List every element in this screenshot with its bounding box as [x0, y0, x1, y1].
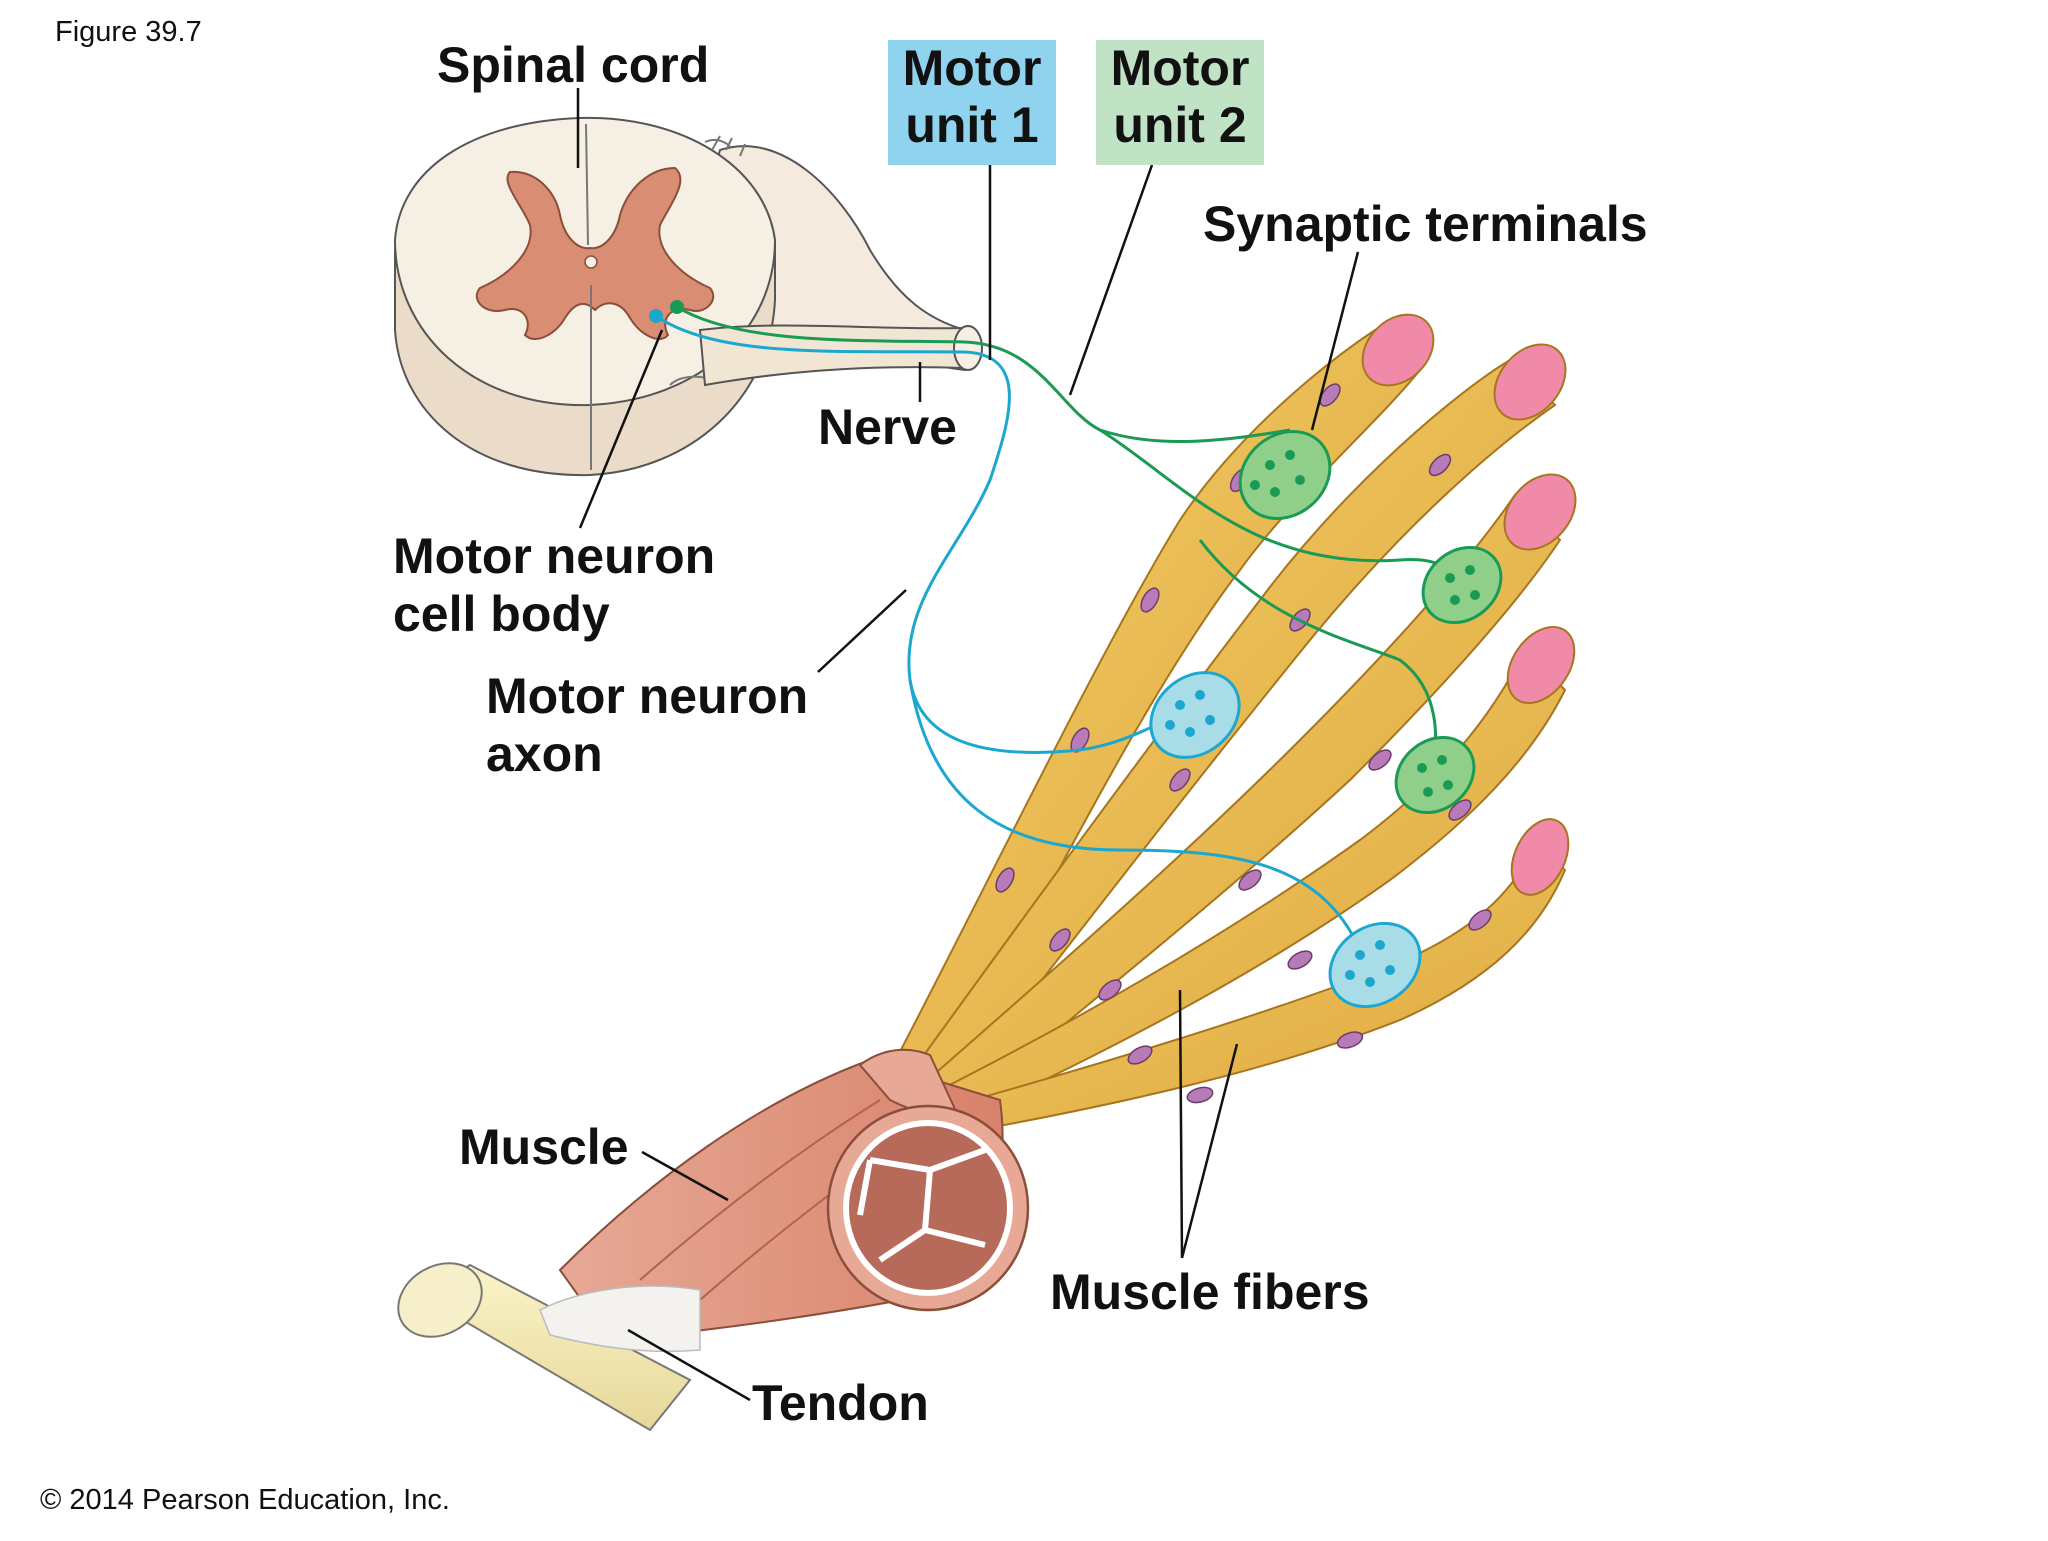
spinal-cord: [393, 116, 983, 477]
synaptic-terminals-unit-1: [1149, 671, 1422, 1009]
motor-unit-1-axon: [655, 314, 1202, 754]
motor-unit-2-axon: [676, 305, 1291, 444]
copyright-notice: © 2014 Pearson Education, Inc.: [40, 1484, 450, 1516]
motor-unit-2-line-1: Motor: [1110, 40, 1250, 96]
motor-unit-1-box: Motor unit 1: [888, 40, 1056, 165]
label-motor-neuron-axon-line-2: axon: [486, 726, 603, 782]
label-tendon: Tendon: [752, 1375, 929, 1431]
label-nerve: Nerve: [818, 399, 957, 455]
motor-unit-1-line-1: Motor: [902, 40, 1042, 96]
leader-lines: [576, 88, 1360, 1402]
label-motor-neuron-axon-line-1: Motor neuron: [486, 668, 809, 724]
motor-unit-1-line-2: unit 1: [905, 97, 1039, 153]
label-muscle: Muscle: [459, 1119, 629, 1175]
label-muscle-fibers: Muscle fibers: [1050, 1264, 1370, 1320]
motor-unit-2-line-2: unit 2: [1113, 97, 1247, 153]
motor-unit-2-box: Motor unit 2: [1096, 40, 1264, 165]
label-motor-neuron-cell-body-line-2: cell body: [393, 586, 610, 642]
figure-label: Figure 39.7: [55, 16, 202, 48]
synaptic-terminals-unit-2: [1238, 430, 1503, 815]
label-motor-neuron-cell-body-line-1: Motor neuron: [393, 528, 716, 584]
muscle: [397, 1048, 1030, 1432]
label-spinal-cord: Spinal cord: [437, 37, 710, 93]
label-synaptic-terminals: Synaptic terminals: [1203, 196, 1648, 252]
